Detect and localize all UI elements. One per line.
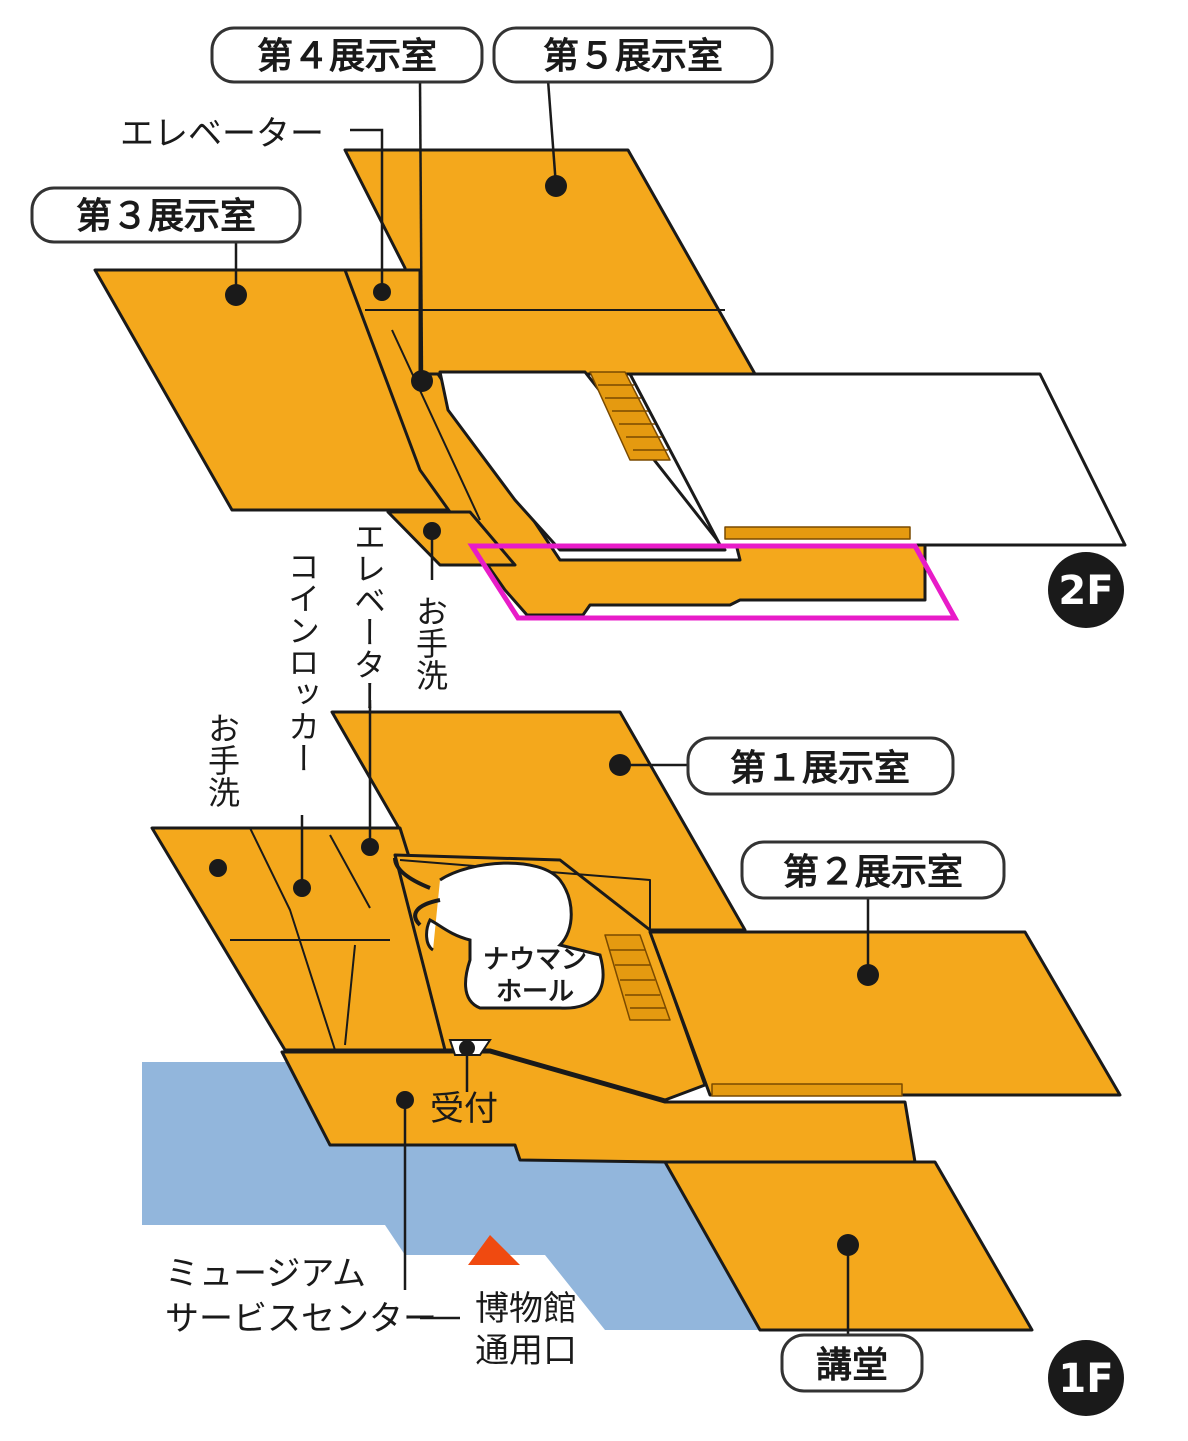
vertical-labels: お手洗 エレベーター コインロッカー お手洗 — [203, 520, 449, 808]
elephant-icon: ナウマン ホール — [393, 857, 605, 1010]
staircase-2f — [589, 371, 911, 540]
outdoor-area — [142, 1062, 760, 1330]
floor-badge-1f: 1F — [1048, 1340, 1124, 1416]
labels-2f: 第４展示室 第５展示室 第３展示室 エレベーター — [30, 26, 774, 244]
label-museum-service-2: サービスセンター — [165, 1299, 437, 1339]
labels-1f: 第１展示室 第２展示室 講堂 受付 ミュージアム サービスセンター 博物館 通用… — [165, 736, 1006, 1393]
floor-1f — [150, 710, 1122, 1332]
label-naumann-hall-2: ホール — [496, 977, 574, 1007]
leader-lines-1f — [300, 700, 870, 1338]
atrium-void-right — [628, 372, 1127, 547]
label-exhibit-3: 第３展示室 — [76, 196, 256, 237]
room-2f-corridor[interactable] — [343, 268, 927, 617]
label-museum-service-1: ミュージアム — [165, 1254, 366, 1294]
highlight-selection — [467, 543, 960, 621]
entrance-triangle-icon — [468, 1235, 520, 1265]
svg-text:2F: 2F — [1058, 568, 1113, 614]
label-exhibit-4: 第４展示室 — [257, 36, 437, 77]
floor-2f — [93, 148, 1127, 617]
staircase-1f — [604, 934, 903, 1097]
label-elevator-2f: エレベーター — [120, 114, 324, 154]
svg-text:1F: 1F — [1058, 1356, 1113, 1402]
label-entrance-2: 通用口 — [475, 1331, 577, 1371]
label-exhibit-2: 第２展示室 — [783, 852, 963, 893]
location-dot-icon — [209, 859, 227, 877]
label-elevator-1f: エレベーター — [349, 520, 387, 712]
leader-lines-2f — [234, 79, 558, 580]
label-restroom-2f: お手洗 — [411, 595, 449, 691]
atrium-void-left — [438, 370, 727, 552]
room-2f-restroom[interactable] — [386, 510, 517, 567]
label-auditorium: 講堂 — [816, 1344, 888, 1386]
room-1f-exhibit-2[interactable] — [648, 930, 1122, 1097]
label-coin-locker: コインロッカー — [283, 550, 321, 774]
label-entrance-1: 博物館 — [475, 1289, 577, 1329]
label-restroom-1f: お手洗 — [203, 712, 241, 808]
label-reception: 受付 — [430, 1089, 498, 1129]
label-exhibit-1: 第１展示室 — [730, 748, 910, 789]
floor-badge-2f: 2F — [1048, 552, 1124, 628]
label-naumann-hall-1: ナウマン — [483, 945, 587, 975]
location-dots-1f — [209, 754, 879, 1256]
label-exhibit-5: 第５展示室 — [543, 36, 723, 77]
